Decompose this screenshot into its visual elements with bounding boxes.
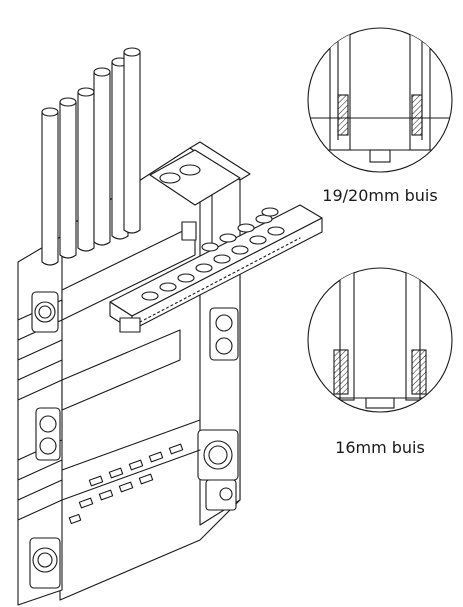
box-right-wall xyxy=(197,261,241,526)
terminal-rail xyxy=(109,204,323,333)
top-entry-strip xyxy=(149,149,241,241)
detail-caption-19-20mm: 19/20mm buis xyxy=(322,186,438,205)
detail-caption-16mm: 16mm buis xyxy=(335,438,425,457)
detail-circle-19-20mm xyxy=(307,27,453,173)
conduit-tubes xyxy=(41,47,141,266)
floor-clips xyxy=(68,443,184,525)
box-partitions xyxy=(61,224,201,501)
box-left-wall xyxy=(17,235,63,606)
detail-circle-16mm xyxy=(307,267,453,413)
